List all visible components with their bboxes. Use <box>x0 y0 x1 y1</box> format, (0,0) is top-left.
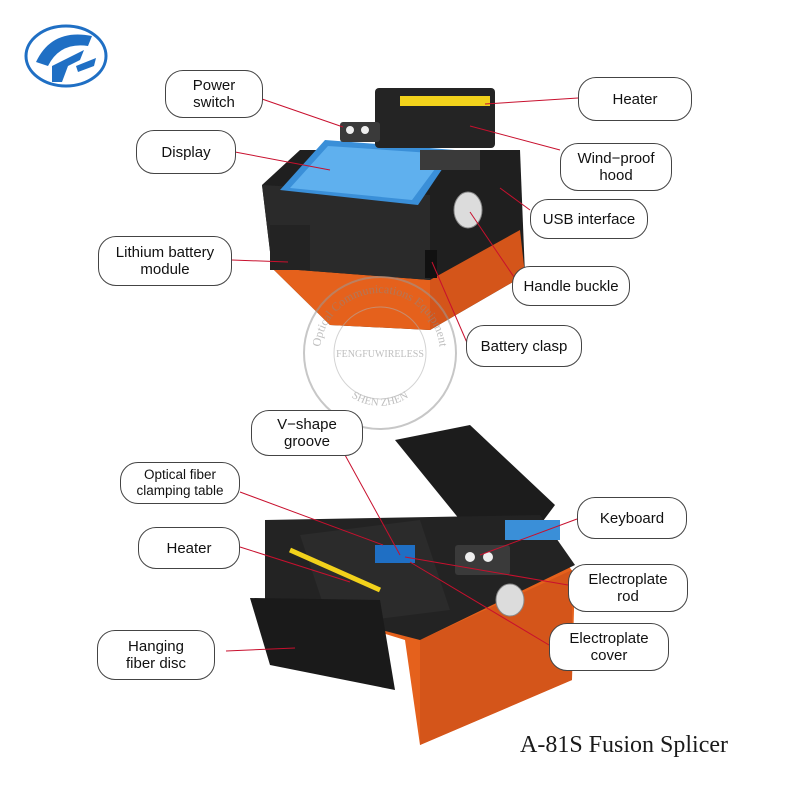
callout-battery-clasp: Battery clasp <box>466 325 582 367</box>
callout-usb-interface: USB interface <box>530 199 648 239</box>
callout-lithium-battery-module: Lithium battery module <box>98 236 232 286</box>
callout-heater-top: Heater <box>578 77 692 121</box>
svg-text:SHEN ZHEN: SHEN ZHEN <box>350 389 411 409</box>
watermark-seal: Optical Communications Equipment FENGFUW… <box>303 276 457 430</box>
top-splicer-illustration <box>262 88 525 330</box>
brand-logo <box>24 24 108 88</box>
top-leader-lines <box>231 97 579 346</box>
callout-display: Display <box>136 130 236 174</box>
svg-text:Optical Communications Equipme: Optical Communications Equipment <box>309 282 450 348</box>
callout-handle-buckle: Handle buckle <box>512 266 630 306</box>
product-caption: A-81S Fusion Splicer <box>520 732 729 758</box>
callout-wind-proof-hood: Wind−proof hood <box>560 143 672 191</box>
callout-electroplate-rod: Electroplate rod <box>568 564 688 612</box>
callout-hanging-fiber-disc: Hanging fiber disc <box>97 630 215 680</box>
callout-power-switch: Power switch <box>165 70 263 118</box>
bottom-leader-lines <box>225 454 578 652</box>
callout-v-shape-groove: V−shape groove <box>251 410 363 456</box>
callout-optical-fiber-clamping-table: Optical fiber clamping table <box>120 462 240 504</box>
callout-heater-bottom: Heater <box>138 527 240 569</box>
callout-keyboard: Keyboard <box>577 497 687 539</box>
callout-electroplate-cover: Electroplate cover <box>549 623 669 671</box>
watermark-center-text: FENGFUWIRELESS <box>336 349 424 360</box>
bottom-splicer-illustration <box>250 425 575 745</box>
